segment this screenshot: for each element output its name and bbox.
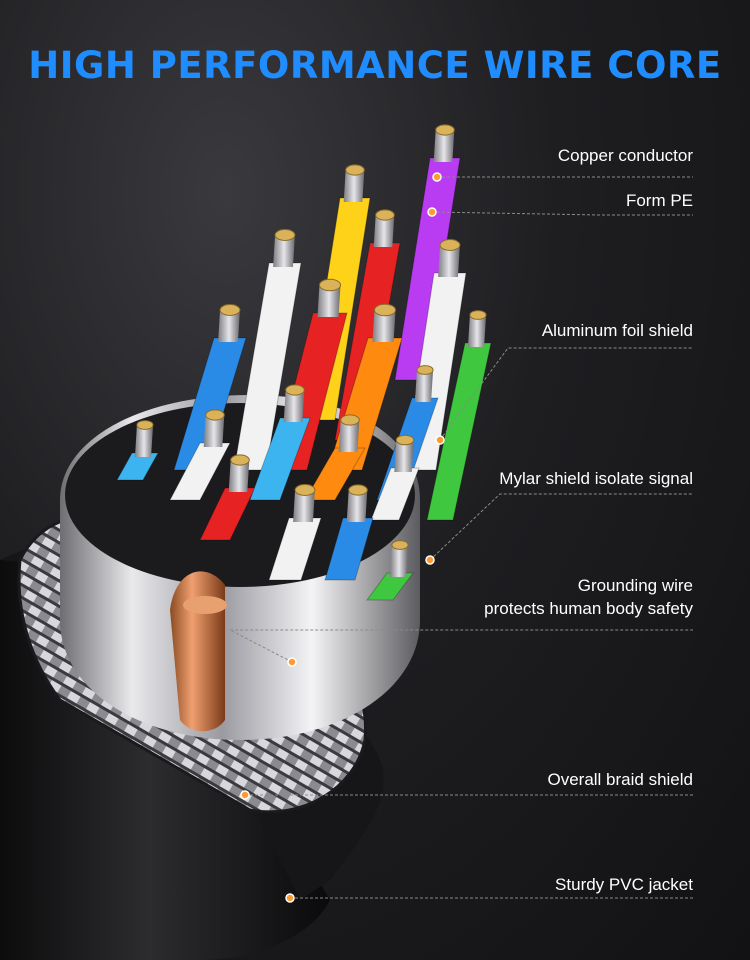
wire-lightblue-mid bbox=[249, 384, 311, 501]
wire-white-left bbox=[233, 229, 302, 471]
wire-bundle bbox=[116, 124, 492, 601]
wire-white-front-left bbox=[169, 409, 231, 501]
label-grounding-wire: Grounding wire protects human body safet… bbox=[484, 574, 693, 620]
wire-lightblue-left bbox=[116, 420, 159, 481]
wire-red-front bbox=[199, 454, 256, 541]
leader-copper-marker bbox=[432, 172, 442, 182]
leader-foil-marker bbox=[435, 435, 445, 445]
wire-white-front-right bbox=[370, 434, 420, 521]
leader-braid-marker bbox=[240, 790, 250, 800]
label-overall-braid-shield: Overall braid shield bbox=[547, 770, 693, 789]
label-form-pe: Form PE bbox=[625, 191, 693, 210]
wire-white-front bbox=[268, 484, 322, 581]
label-grounding-line-2: protects human body safety bbox=[484, 599, 693, 618]
label-pvc-jacket: Sturdy PVC jacket bbox=[555, 875, 693, 894]
label-grounding-line-1: Grounding wire bbox=[577, 576, 693, 595]
label-copper-conductor: Copper conductor bbox=[557, 146, 693, 165]
leader-form-pe bbox=[431, 211, 693, 216]
leader-foil bbox=[439, 347, 693, 441]
label-mylar-shield: Mylar shield isolate signal bbox=[499, 469, 693, 488]
page-title: HIGH PERFORMANCE WIRE CORE bbox=[28, 44, 722, 87]
grounding-copper-wire bbox=[170, 571, 227, 732]
leader-lines bbox=[229, 172, 693, 903]
leader-form-pe-marker bbox=[427, 207, 437, 217]
wire-purple bbox=[394, 124, 461, 381]
label-aluminum-foil-shield: Aluminum foil shield bbox=[541, 321, 693, 340]
leader-jacket-marker bbox=[285, 893, 295, 903]
wire-orange-front bbox=[304, 414, 366, 501]
leader-mylar bbox=[429, 493, 693, 561]
leader-grounding-marker bbox=[287, 657, 297, 667]
wire-green-right bbox=[426, 310, 492, 521]
wire-green-front bbox=[366, 540, 414, 601]
wire-blue-front bbox=[324, 484, 374, 581]
leader-mylar-marker bbox=[425, 555, 435, 565]
